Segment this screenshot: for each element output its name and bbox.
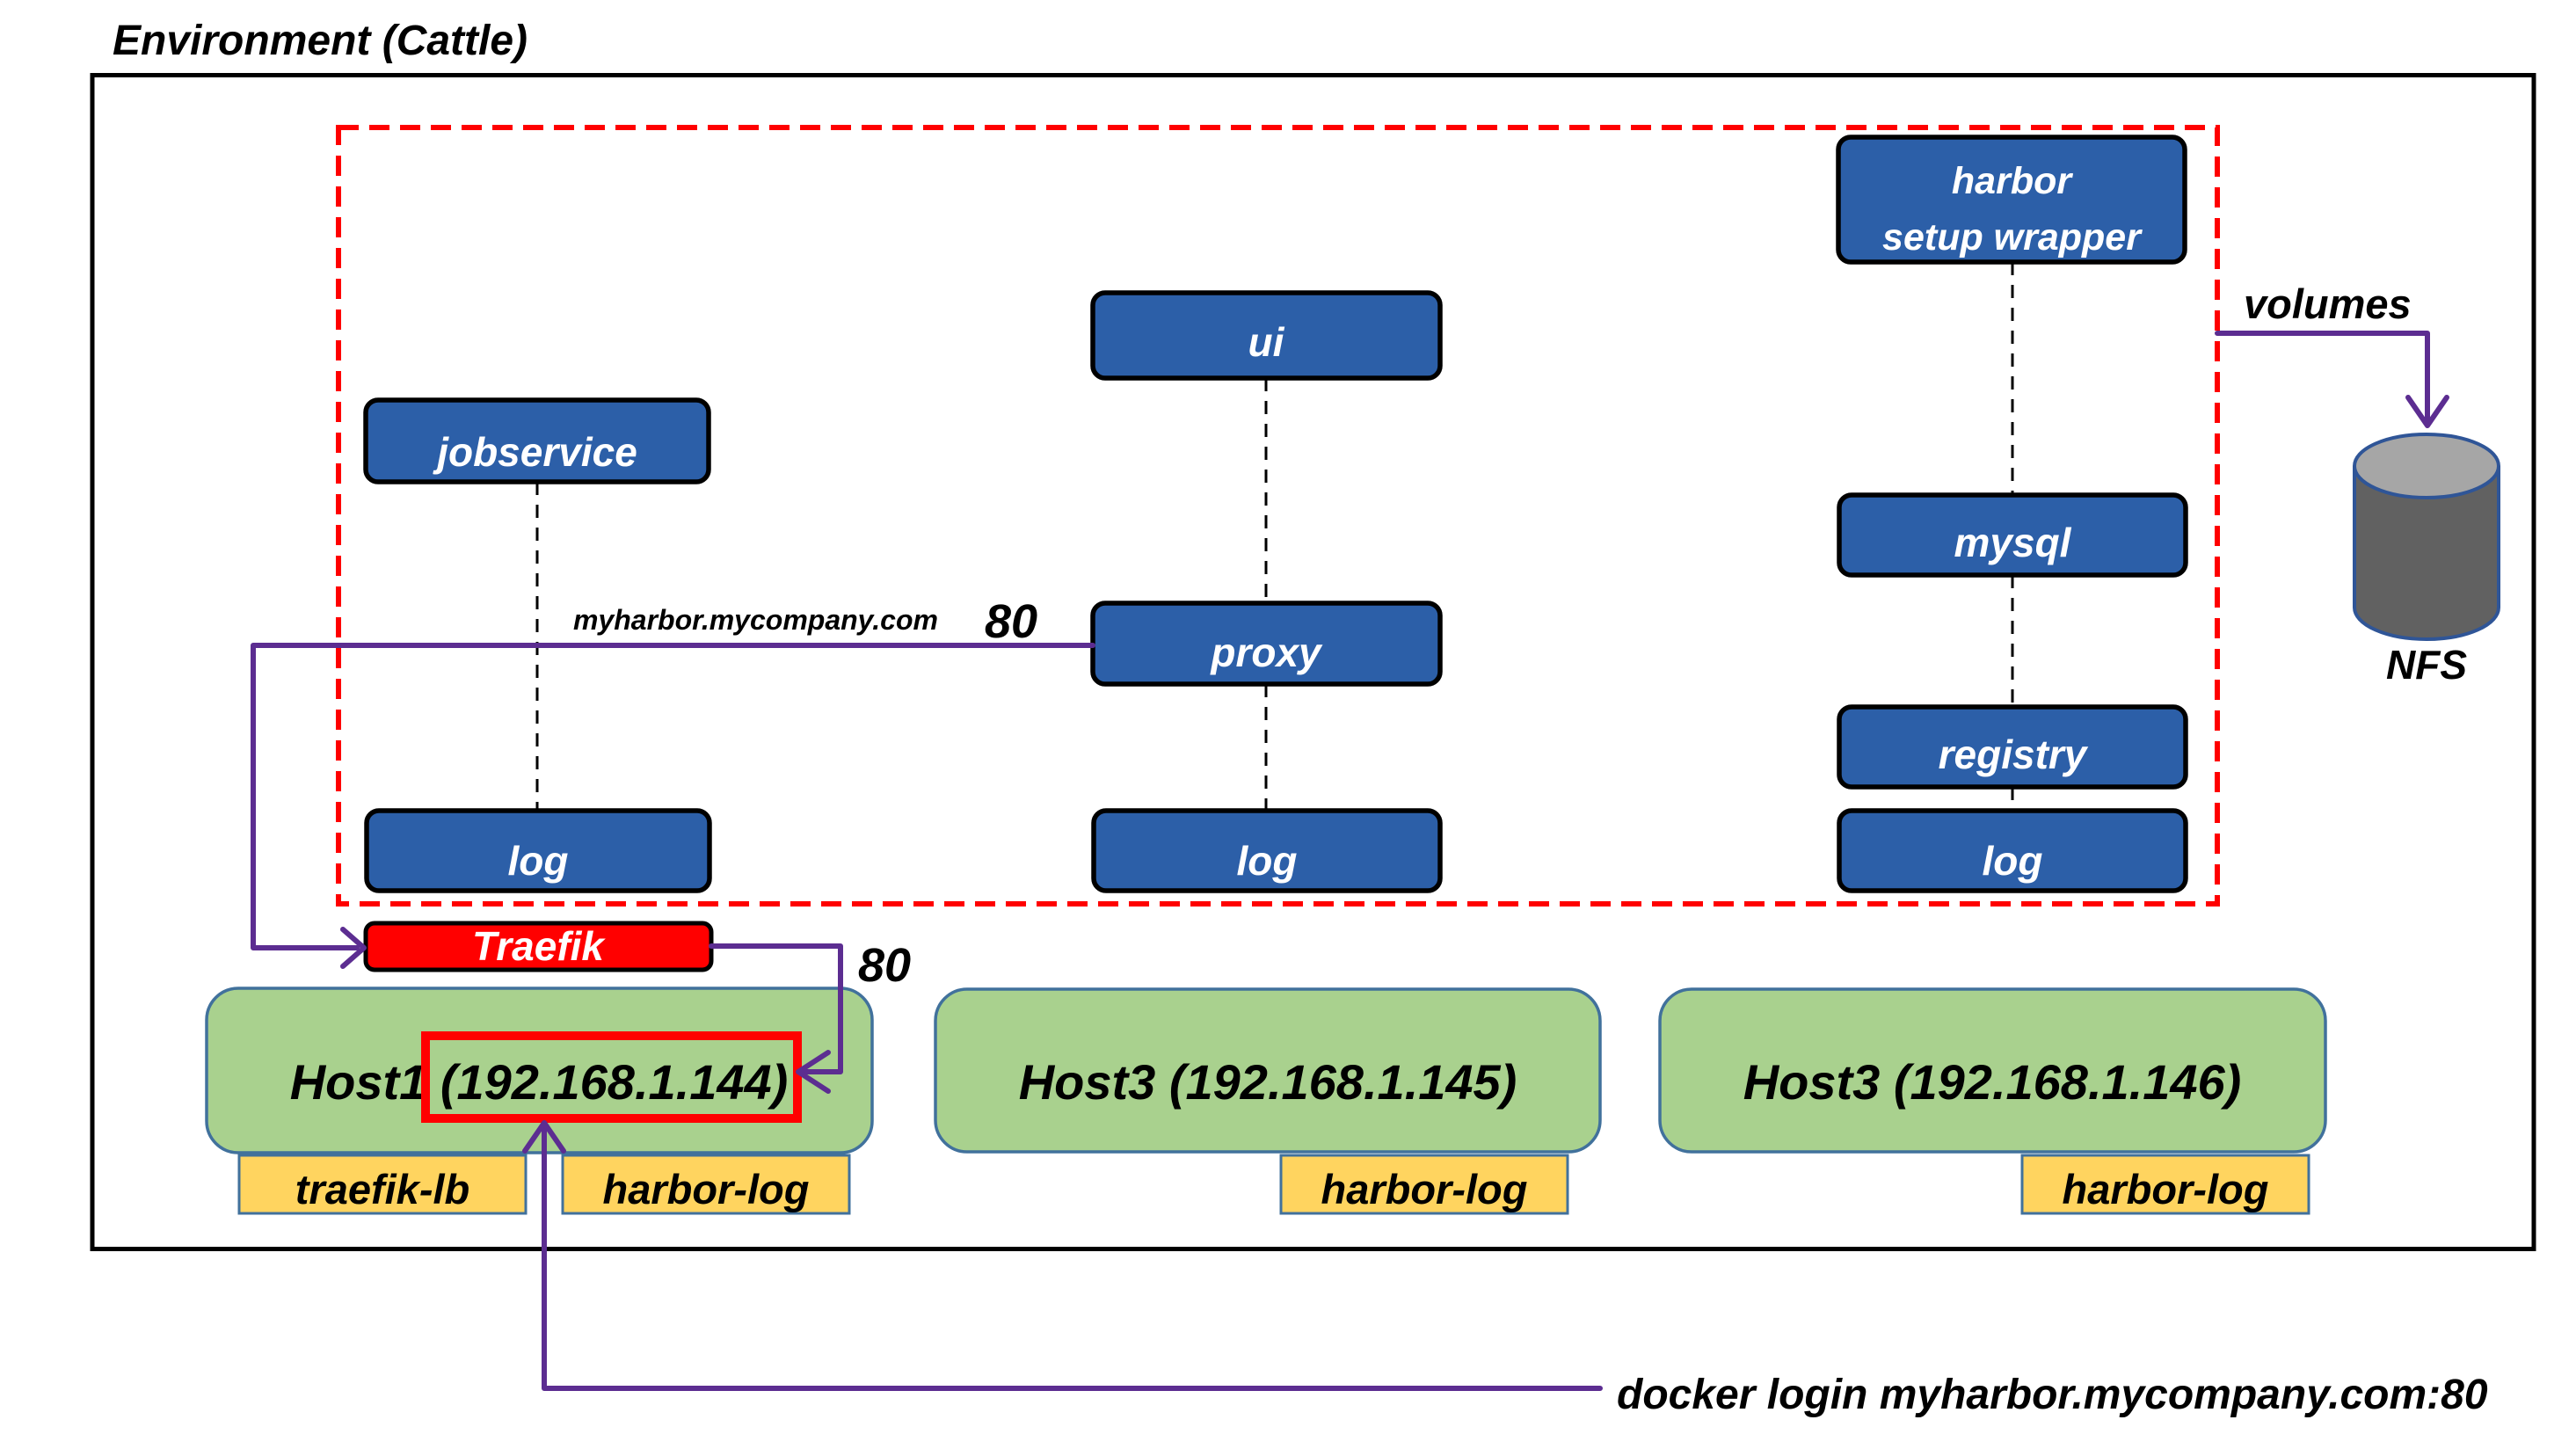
svg-text:traefik-lb: traefik-lb bbox=[295, 1166, 470, 1212]
svg-text:harbor-log: harbor-log bbox=[2063, 1166, 2269, 1212]
svg-text:setup wrapper: setup wrapper bbox=[1882, 216, 2143, 258]
svg-text:NFS: NFS bbox=[2386, 642, 2467, 688]
svg-text:ui: ui bbox=[1248, 319, 1285, 365]
svg-text:registry: registry bbox=[1939, 732, 2089, 777]
svg-text:docker login myharbor.mycompan: docker login myharbor.mycompany.com:80 bbox=[1617, 1372, 2488, 1418]
svg-text:mysql: mysql bbox=[1954, 520, 2072, 565]
svg-text:log: log bbox=[1983, 838, 2043, 884]
svg-text:myharbor.mycompany.com: myharbor.mycompany.com bbox=[573, 604, 938, 636]
svg-text:Environment (Cattle): Environment (Cattle) bbox=[113, 18, 528, 64]
svg-text:log: log bbox=[508, 838, 569, 884]
svg-text:80: 80 bbox=[985, 595, 1037, 648]
svg-text:Traefik: Traefik bbox=[472, 923, 606, 969]
svg-text:harbor: harbor bbox=[1952, 160, 2073, 202]
svg-text:harbor-log: harbor-log bbox=[603, 1166, 810, 1212]
svg-text:harbor-log: harbor-log bbox=[1321, 1166, 1528, 1212]
svg-text:Host3 (192.168.1.146): Host3 (192.168.1.146) bbox=[1743, 1054, 2242, 1110]
svg-text:log: log bbox=[1237, 838, 1298, 884]
svg-text:Host3 (192.168.1.145): Host3 (192.168.1.145) bbox=[1019, 1054, 1517, 1110]
svg-text:Host1 (192.168.1.144): Host1 (192.168.1.144) bbox=[290, 1054, 789, 1110]
svg-text:80: 80 bbox=[858, 939, 911, 992]
svg-text:proxy: proxy bbox=[1209, 630, 1323, 675]
svg-text:volumes: volumes bbox=[2244, 280, 2412, 327]
svg-text:jobservice: jobservice bbox=[433, 429, 637, 475]
